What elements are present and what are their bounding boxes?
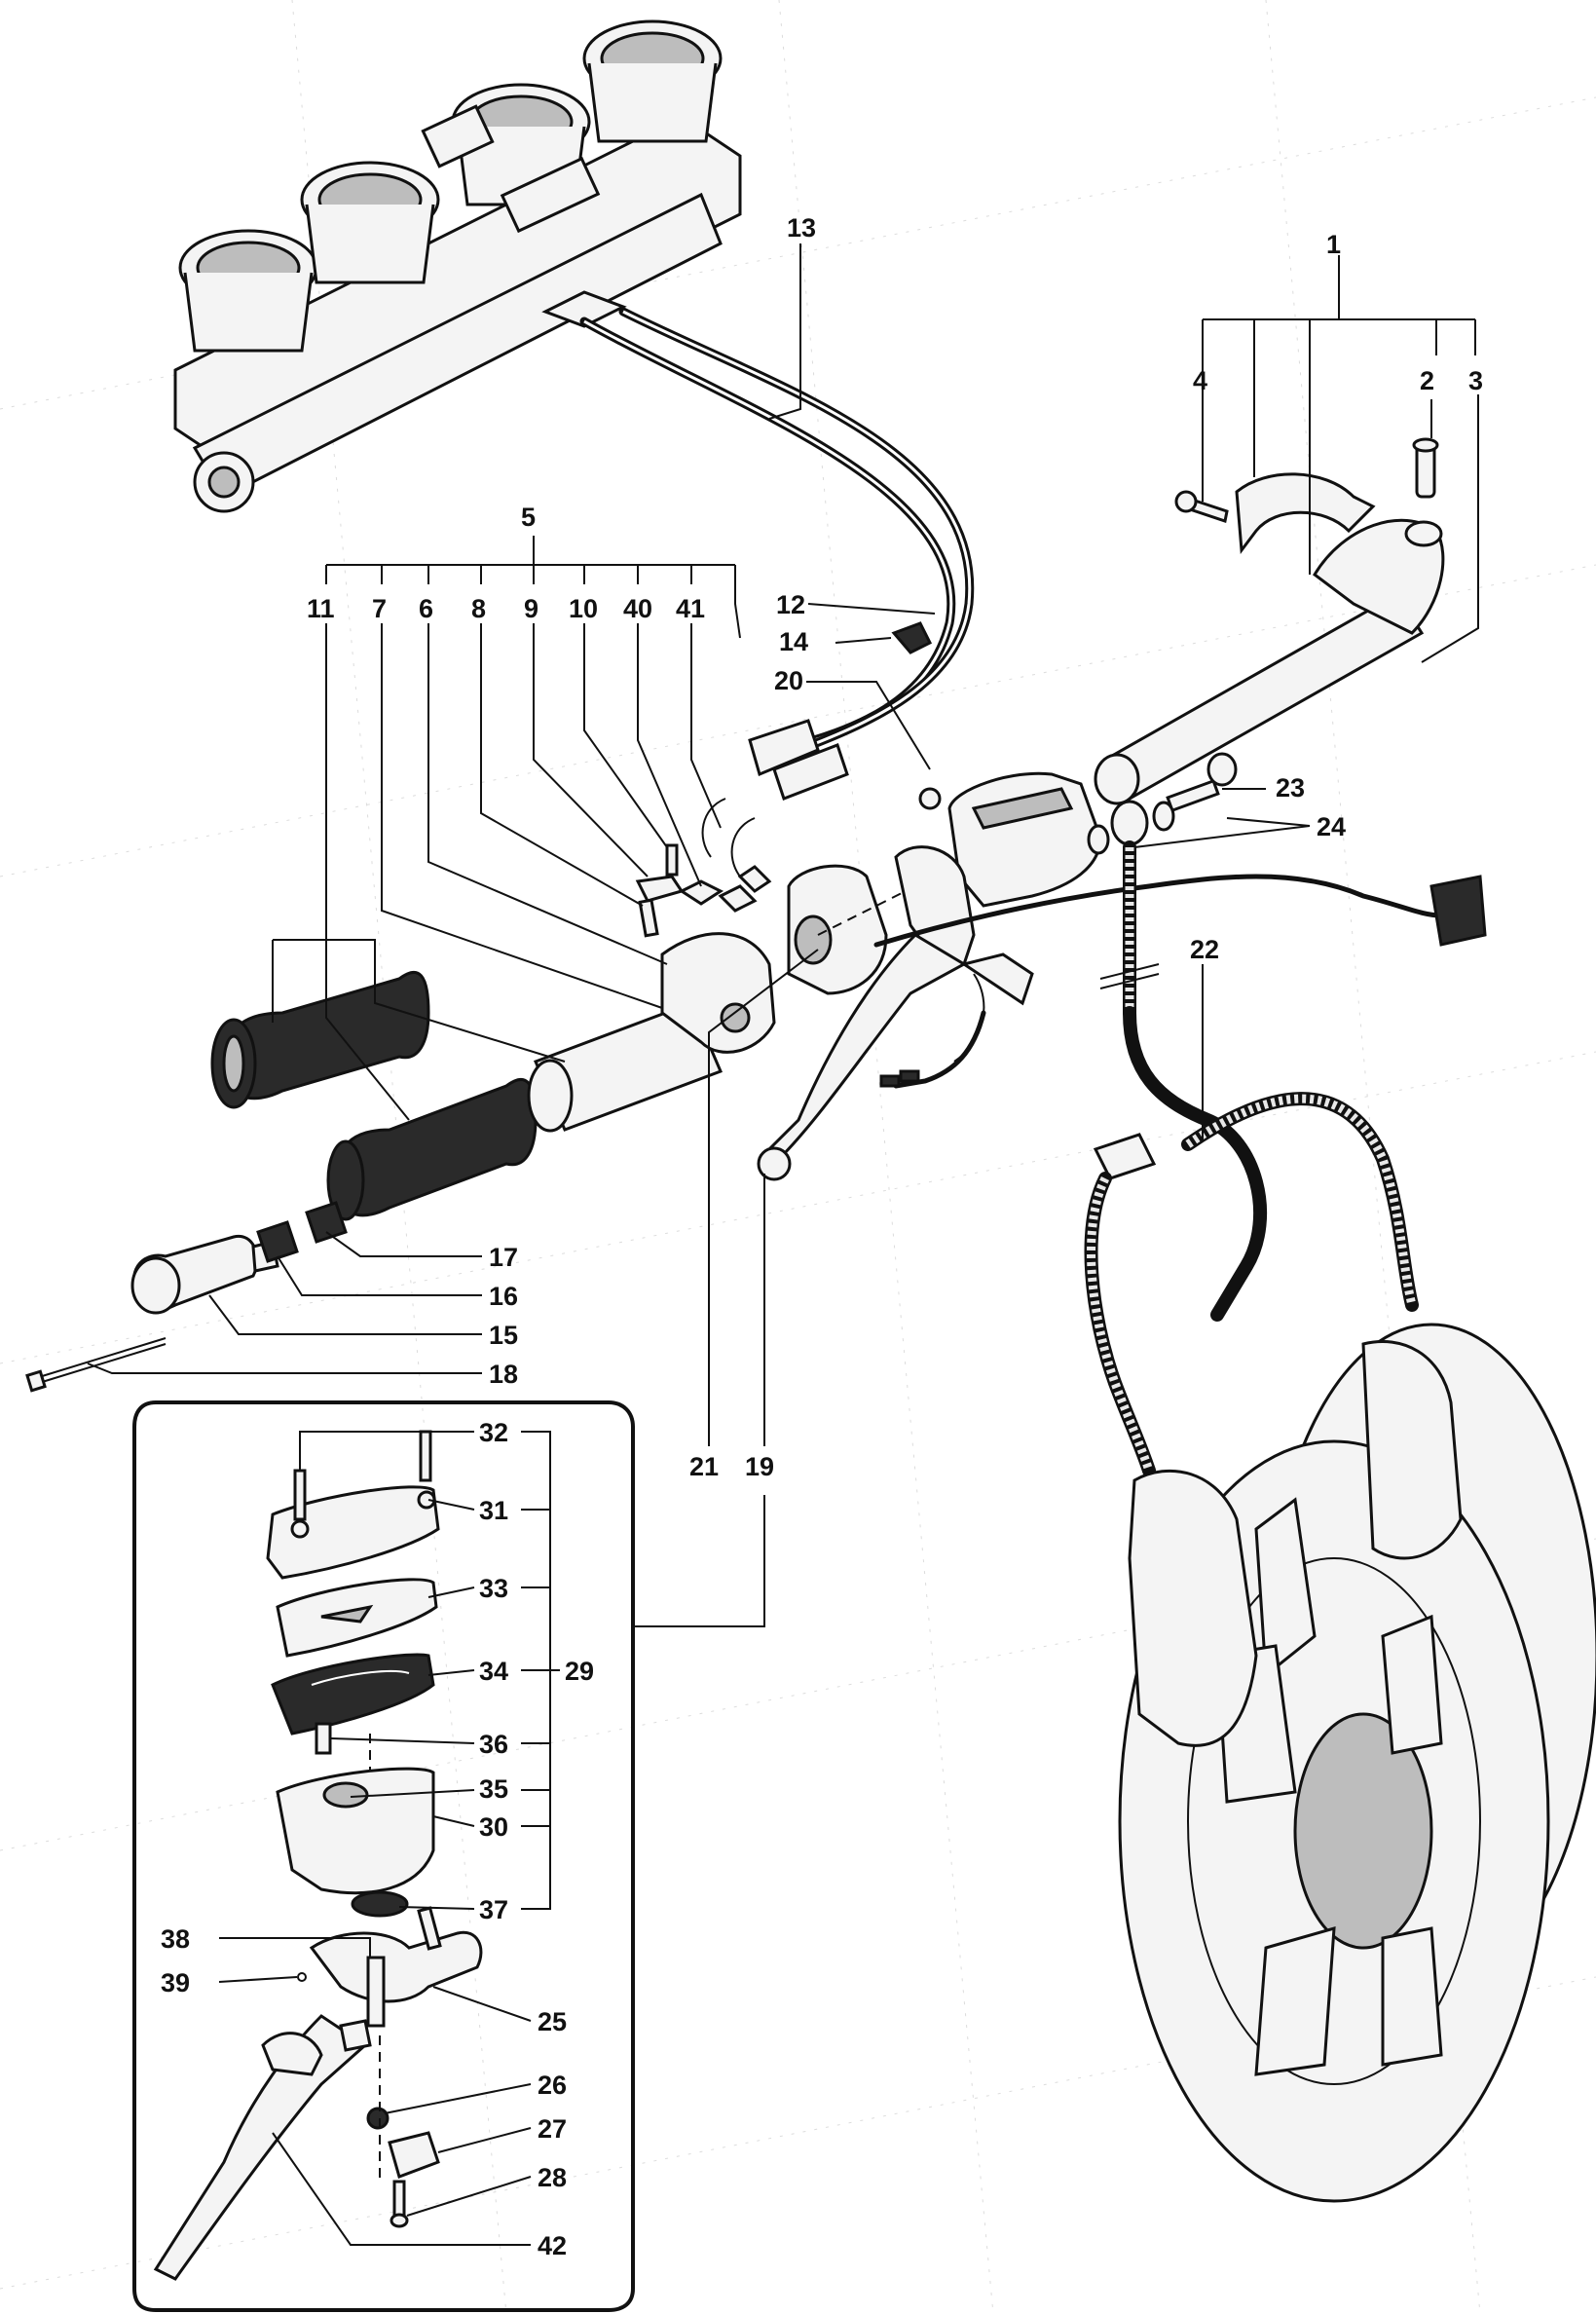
grip-assembly — [210, 843, 776, 1221]
callout-14: 14 — [779, 627, 808, 656]
callout-22: 22 — [1190, 935, 1219, 964]
callout-4: 4 — [1193, 366, 1207, 395]
callout-38: 38 — [161, 1924, 190, 1954]
brake-master-cylinder — [757, 771, 1102, 1181]
throttle-cables — [579, 307, 975, 877]
callout-2: 2 — [1420, 366, 1434, 395]
callout-17: 17 — [489, 1243, 518, 1272]
callout-labels: 1 2 3 4 5 11 7 6 8 9 10 40 41 13 12 14 2… — [161, 213, 1483, 2260]
callout-6: 6 — [419, 594, 433, 623]
callout-30: 30 — [479, 1812, 508, 1842]
callout-21: 21 — [689, 1452, 719, 1481]
switch-housing — [787, 864, 936, 995]
brake-disc-caliper — [1118, 1323, 1596, 2203]
callout-19: 19 — [745, 1452, 774, 1481]
callout-40: 40 — [623, 594, 652, 623]
callout-33: 33 — [479, 1574, 508, 1603]
callout-1: 1 — [1326, 230, 1341, 259]
callout-20: 20 — [774, 666, 803, 695]
callout-15: 15 — [489, 1321, 518, 1350]
callout-35: 35 — [479, 1774, 508, 1804]
callout-31: 31 — [479, 1496, 508, 1525]
callout-25: 25 — [538, 2007, 567, 2036]
callout-26: 26 — [538, 2071, 567, 2100]
callout-42: 42 — [538, 2231, 567, 2260]
callout-9: 9 — [524, 594, 538, 623]
bar-end-weight — [25, 1201, 348, 1393]
callout-27: 27 — [538, 2114, 567, 2144]
callout-18: 18 — [489, 1360, 518, 1389]
callout-36: 36 — [479, 1730, 508, 1759]
callout-16: 16 — [489, 1282, 518, 1311]
throttle-body-assembly — [173, 19, 742, 513]
callout-41: 41 — [676, 594, 705, 623]
callout-32: 32 — [479, 1418, 508, 1447]
callout-39: 39 — [161, 1968, 190, 1997]
brake-hose — [1084, 840, 1419, 1477]
callout-28: 28 — [538, 2163, 567, 2192]
leader-lines — [87, 243, 1479, 2246]
callout-10: 10 — [569, 594, 598, 623]
right-handlebar-clip-on — [1094, 437, 1445, 805]
callout-8: 8 — [471, 594, 486, 623]
callout-13: 13 — [787, 213, 816, 243]
callout-23: 23 — [1276, 773, 1305, 802]
callout-37: 37 — [479, 1895, 508, 1924]
callout-11: 11 — [307, 594, 335, 623]
callout-24: 24 — [1317, 812, 1346, 841]
banjo-fittings — [1087, 752, 1238, 855]
cable-guide-clip — [891, 621, 933, 654]
switch-wiring — [873, 874, 1487, 1089]
callout-12: 12 — [776, 590, 805, 619]
callout-5: 5 — [521, 503, 536, 532]
callout-29: 29 — [565, 1657, 594, 1686]
callout-3: 3 — [1468, 366, 1483, 395]
master-cylinder-inset — [132, 1400, 635, 2312]
callout-7: 7 — [372, 594, 387, 623]
callout-34: 34 — [479, 1657, 508, 1686]
